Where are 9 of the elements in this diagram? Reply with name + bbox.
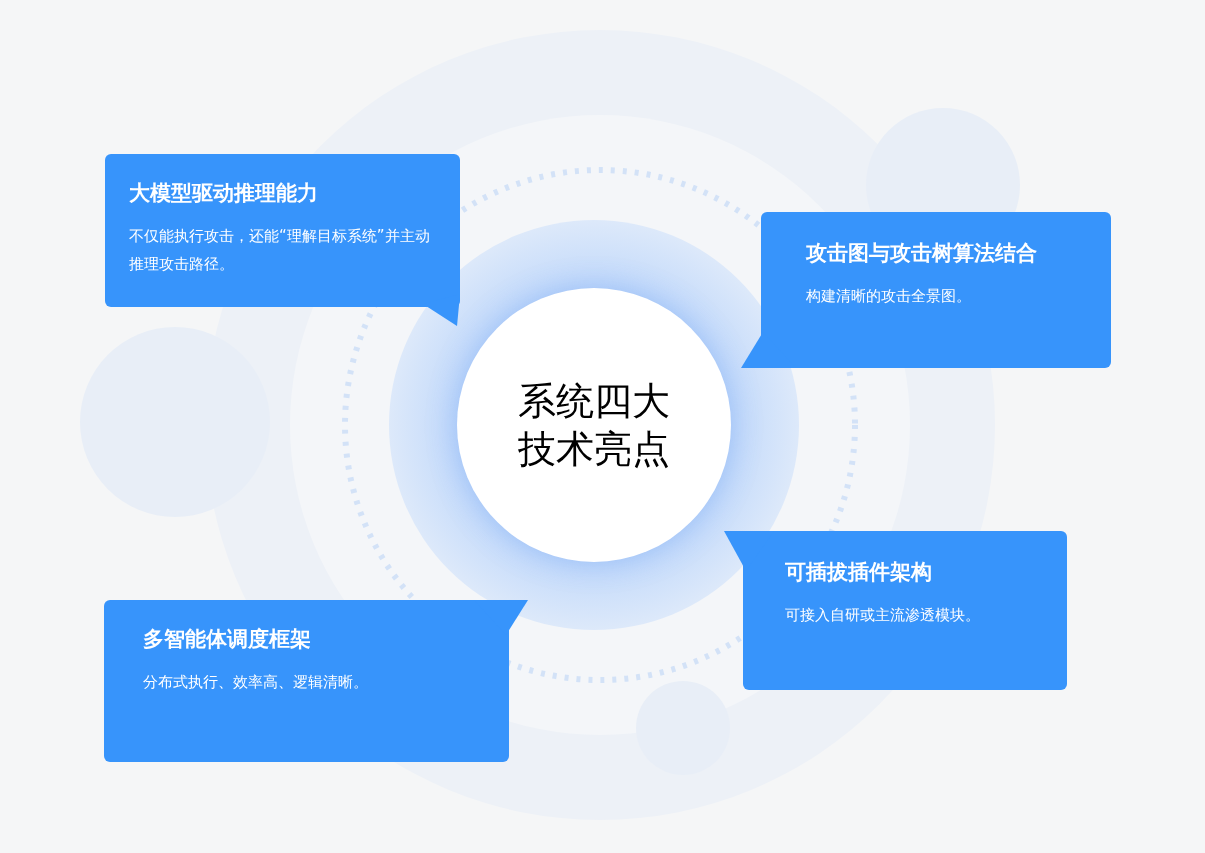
bubble-heading: 攻击图与攻击树算法结合 [806,240,1038,267]
center-title: 系统四大技术亮点 [517,378,671,473]
bubble-heading: 大模型驱动推理能力 [129,180,319,207]
bubble-heading: 多智能体调度框架 [143,626,312,653]
bubble-description: 可接入自研或主流渗透模块。 [785,605,981,626]
bubble-description: 分布式执行、效率高、逻辑清晰。 [143,672,369,693]
bubble-description: 构建清晰的攻击全景图。 [806,286,972,307]
bubble-description: 不仅能执行攻击，还能“理解目标系统”并主动推理攻击路径。 [129,226,431,275]
bubble-heading: 可插拔插件架构 [785,559,933,586]
